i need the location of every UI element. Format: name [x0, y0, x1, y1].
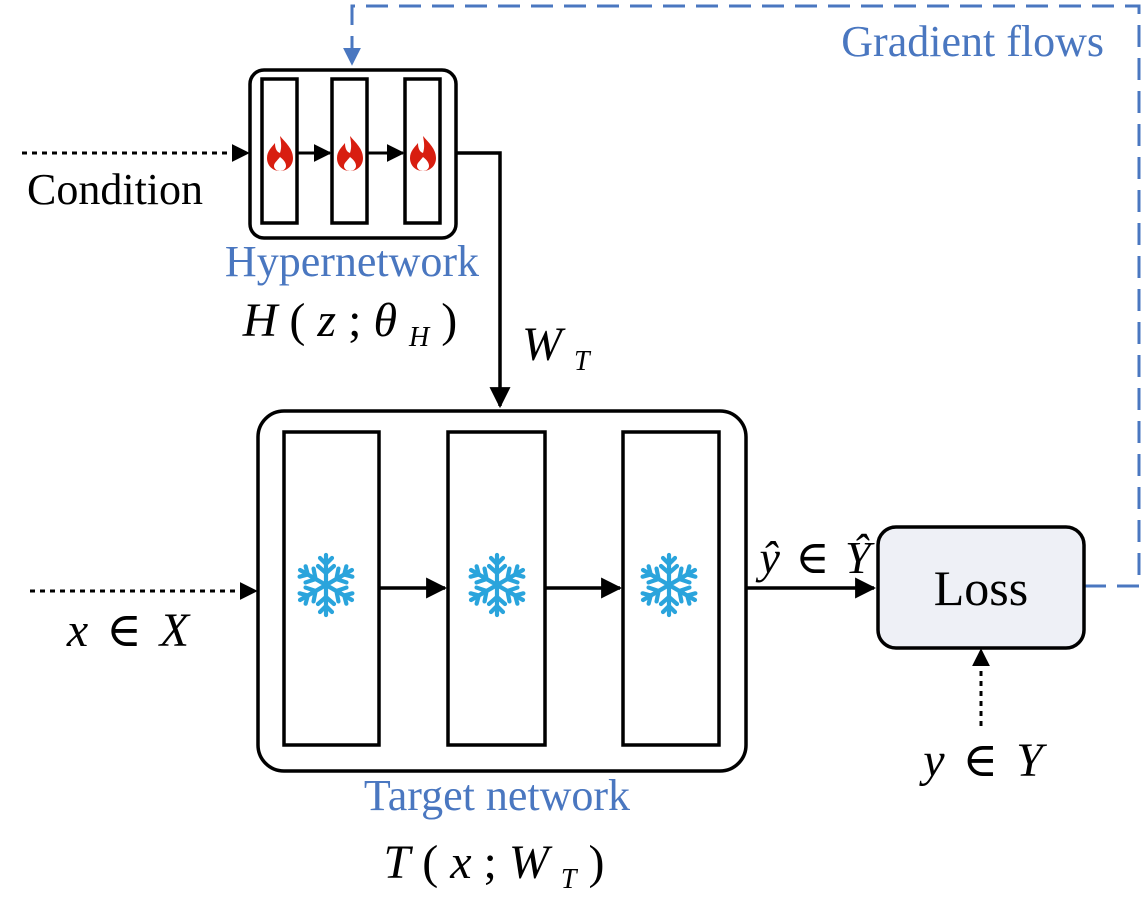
target-network-formula-param: W: [509, 836, 553, 889]
ground-truth-op: ∈: [963, 734, 999, 787]
prediction-op: ∈: [795, 532, 829, 583]
hypernetwork-formula-arg: z: [316, 294, 336, 347]
hypernetwork-title: Hypernetwork: [225, 237, 479, 286]
condition-label: Condition: [27, 165, 203, 214]
gradient-flow-path: [343, 4, 1141, 588]
ground-truth-set: Y: [1016, 734, 1047, 787]
input-label: x ∈ X: [66, 604, 191, 657]
loss-label: Loss: [934, 560, 1028, 616]
target-network-block: [256, 409, 748, 773]
weights-sub: T: [574, 346, 592, 377]
weights-label: W T: [522, 318, 592, 377]
target-network-formula-sep: ;: [484, 836, 497, 889]
input-var: x: [66, 604, 88, 657]
prediction-label: ŷ ∈ Ŷ: [755, 532, 874, 583]
hypernetwork-formula-param-sub: H: [408, 322, 431, 353]
hypernetwork-formula-sep: ;: [348, 294, 361, 347]
hypernetwork-formula-param: θ: [373, 294, 397, 347]
prediction-var: ŷ: [755, 532, 780, 583]
hypernetwork-layer-3: [403, 77, 442, 225]
weights-symbol: W: [522, 318, 566, 371]
target-network-formula-param-sub: T: [561, 864, 579, 895]
hypernetwork-formula-func: H: [242, 294, 280, 347]
hypernetwork-formula-close: ): [441, 294, 457, 347]
target-network-formula-close: ): [588, 836, 604, 889]
target-network-formula: T ( x ; W T ): [384, 836, 605, 899]
hypernetwork-formula: H ( z ; θ H ): [242, 294, 457, 357]
ground-truth-var: y: [918, 734, 945, 787]
hypernetwork-formula-open: (: [289, 294, 305, 347]
target-network-title: Target network: [364, 771, 630, 820]
target-network-formula-arg: x: [449, 836, 471, 889]
target-network-formula-func: T: [384, 836, 414, 889]
hypernetwork-block: [248, 68, 458, 240]
input-op: ∈: [106, 604, 142, 657]
input-set: X: [158, 604, 191, 657]
hypernetwork-layer-1: [260, 77, 299, 225]
ground-truth-label: y ∈ Y: [918, 734, 1047, 787]
gradient-flows-label: Gradient flows: [841, 17, 1104, 66]
target-network-formula-open: (: [422, 836, 438, 889]
loss-box: [876, 525, 1086, 650]
hypernetwork-layer-2: [330, 77, 369, 225]
prediction-set: Ŷ: [845, 532, 875, 583]
weights-arrow: [456, 151, 511, 409]
